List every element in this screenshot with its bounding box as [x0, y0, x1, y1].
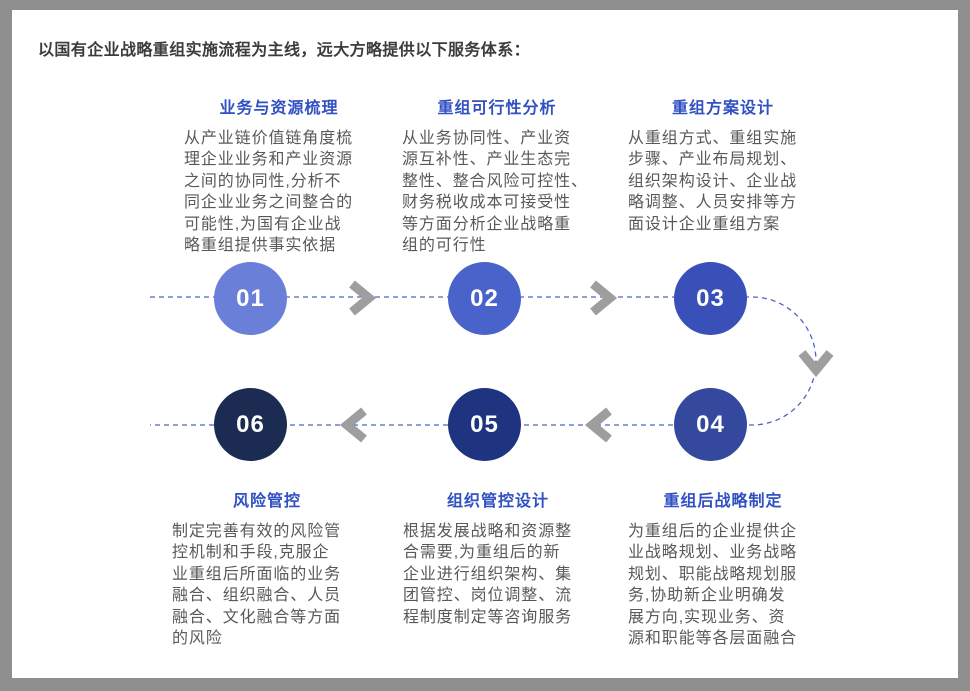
step-03-panel: 重组方案设计 从重组方式、重组实施 步骤、产业布局规划、 组织架构设计、企业战 … [628, 94, 818, 235]
step-03-description: 从重组方式、重组实施 步骤、产业布局规划、 组织架构设计、企业战 略调整、人员安… [628, 130, 798, 233]
step-03-title: 重组方案设计 [671, 100, 774, 117]
step-01-description: 从产业链价值链角度梳 理企业业务和产业资源 之间的协同性,分析不 同企业业务之间… [184, 130, 354, 255]
step-05-description: 根据发展战略和资源整 合需要,为重组后的新 企业进行组织架构、集 团管控、岗位调… [403, 523, 573, 626]
step-04-panel: 重组后战略制定 为重组后的企业提供企 业战略规划、业务战略 规划、职能战略规划服… [628, 487, 818, 649]
step-03-number: 03 [696, 284, 725, 312]
step-06-description: 制定完善有效的风险管 控机制和手段,克服企 业重组后所面临的业务 融合、组织融合… [172, 523, 342, 648]
step-06-panel: 风险管控 制定完善有效的风险管 控机制和手段,克服企 业重组后所面临的业务 融合… [172, 487, 362, 649]
step-01-number: 01 [236, 284, 265, 312]
step-04-title: 重组后战略制定 [663, 493, 783, 510]
step-04-circle: 04 [674, 388, 747, 461]
step-02-number: 02 [470, 284, 499, 312]
step-02-description: 从业务协同性、产业资 源互补性、产业生态完 整性、整合风险可控性、 财务税收成本… [402, 130, 588, 255]
page-title: 以国有企业战略重组实施流程为主线，远大方略提供以下服务体系： [38, 42, 531, 59]
step-06-title: 风险管控 [232, 493, 301, 510]
step-02-circle: 02 [448, 262, 521, 335]
step-06-number: 06 [236, 410, 265, 438]
step-05-panel: 组织管控设计 根据发展战略和资源整 合需要,为重组后的新 企业进行组织架构、集 … [403, 487, 593, 628]
step-05-title: 组织管控设计 [446, 493, 549, 510]
step-04-number: 04 [696, 410, 725, 438]
step-01-circle: 01 [214, 262, 287, 335]
step-02-panel: 重组可行性分析 从业务协同性、产业资 源互补性、产业生态完 整性、整合风险可控性… [402, 94, 592, 256]
step-01-title: 业务与资源梳理 [219, 100, 339, 117]
step-01-panel: 业务与资源梳理 从产业链价值链角度梳 理企业业务和产业资源 之间的协同性,分析不… [184, 94, 374, 256]
step-02-title: 重组可行性分析 [437, 100, 557, 117]
step-04-description: 为重组后的企业提供企 业战略规划、业务战略 规划、职能战略规划服 务,协助新企业… [628, 523, 798, 648]
step-05-number: 05 [470, 410, 499, 438]
step-05-circle: 05 [448, 388, 521, 461]
step-03-circle: 03 [674, 262, 747, 335]
step-06-circle: 06 [214, 388, 287, 461]
